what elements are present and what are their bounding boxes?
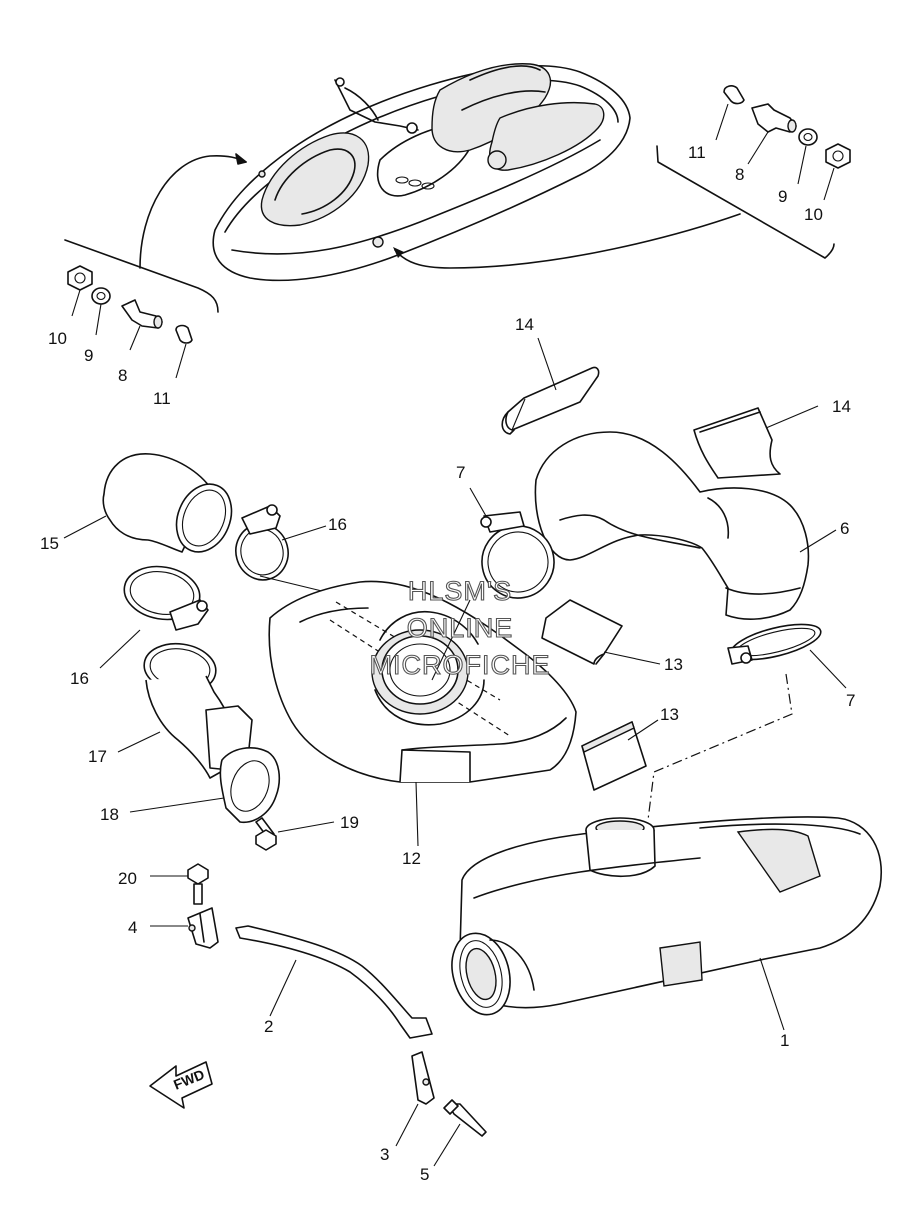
washer-9-left	[91, 287, 111, 305]
callout-7-top: 7	[456, 463, 465, 482]
pad-13-top	[541, 599, 623, 665]
clip-11-right	[723, 85, 745, 105]
callout-2: 2	[264, 1017, 273, 1036]
callout-11-left: 11	[153, 389, 171, 408]
clamp-16-top	[235, 504, 289, 581]
watermark-line1: HLSM'S	[408, 576, 512, 606]
bracket-3	[411, 1051, 435, 1105]
hose-6	[534, 431, 810, 620]
leader-6	[799, 529, 837, 553]
air-box-12	[268, 580, 577, 783]
hose-15	[102, 453, 233, 553]
callout-1: 1	[780, 1031, 789, 1050]
callout-16-top: 16	[328, 515, 347, 534]
bracket-left	[64, 239, 219, 313]
leader-12	[415, 781, 419, 847]
muffler-tank-1	[451, 816, 882, 1016]
callout-11-right: 11	[688, 143, 706, 162]
leader-13-mid	[627, 719, 659, 741]
callout-5: 5	[420, 1165, 429, 1184]
arrow-line-right	[394, 213, 741, 269]
leader-14-right	[765, 405, 819, 429]
callout-15: 15	[40, 534, 59, 553]
callout-9-left: 9	[84, 346, 93, 365]
watercraft-illustration	[212, 63, 631, 282]
leader-7-top	[469, 487, 487, 517]
bracket-4	[187, 907, 219, 949]
leader-18	[129, 797, 225, 813]
leader-13-top	[603, 651, 661, 665]
clamp-7-right	[727, 623, 822, 665]
callout-13-mid: 13	[660, 705, 679, 724]
callout-20: 20	[118, 869, 137, 888]
leader-16-top	[281, 525, 327, 541]
washer-9-right	[798, 128, 818, 146]
pad-13-mid	[581, 721, 647, 791]
callout-18: 18	[100, 805, 119, 824]
screw-5	[443, 1099, 487, 1137]
arrow-line-left	[139, 155, 247, 269]
callout-10-left: 10	[48, 329, 67, 348]
centerline-7	[647, 673, 793, 821]
leader-16-left	[99, 629, 141, 669]
watermark: HLSM'S ONLINE MICROFICHE	[369, 575, 551, 680]
pad-14-right	[693, 407, 781, 479]
nut-10-right	[825, 143, 851, 169]
callout-8-left: 8	[118, 366, 127, 385]
hardware-detail-left	[67, 265, 193, 379]
callout-13-top: 13	[664, 655, 683, 674]
leader-17	[117, 731, 161, 753]
leader-7-right	[809, 649, 847, 689]
nut-10-left	[67, 265, 93, 291]
callout-16-left: 16	[70, 669, 89, 688]
fwd-arrow-icon: FWD	[149, 1061, 213, 1109]
flange-18	[219, 747, 281, 823]
bolt-19	[255, 817, 277, 851]
callout-3: 3	[380, 1145, 389, 1164]
callout-14-top: 14	[515, 315, 534, 334]
callout-14-right: 14	[832, 397, 851, 416]
bolt-20	[187, 863, 209, 905]
bracket-right	[656, 145, 835, 259]
clamp-16-left	[123, 565, 209, 631]
callout-6: 6	[840, 519, 849, 538]
clip-11-left	[175, 324, 193, 344]
callout-8-right: 8	[735, 165, 744, 184]
strap-2	[235, 925, 433, 1039]
leader-15	[63, 515, 107, 539]
leader-19	[277, 821, 335, 833]
callout-19: 19	[340, 813, 359, 832]
callout-9-right: 9	[778, 187, 787, 206]
clamp-7-top	[480, 511, 555, 599]
leader-1	[759, 957, 785, 1031]
watermark-line2: ONLINE	[407, 613, 514, 643]
callout-4: 4	[128, 918, 137, 937]
callout-17: 17	[88, 747, 107, 766]
callout-10-right: 10	[804, 205, 823, 224]
leader-16-top-2	[259, 575, 327, 593]
leader-2	[269, 959, 297, 1017]
leader-5	[433, 1123, 461, 1167]
watermark-line3: MICROFICHE	[370, 650, 551, 680]
callout-12: 12	[402, 849, 421, 868]
pad-14-top	[501, 366, 600, 435]
hardware-detail-right	[715, 85, 851, 201]
leader-3	[395, 1103, 419, 1147]
callout-7-right: 7	[846, 691, 855, 710]
leader-14-top	[537, 337, 557, 391]
